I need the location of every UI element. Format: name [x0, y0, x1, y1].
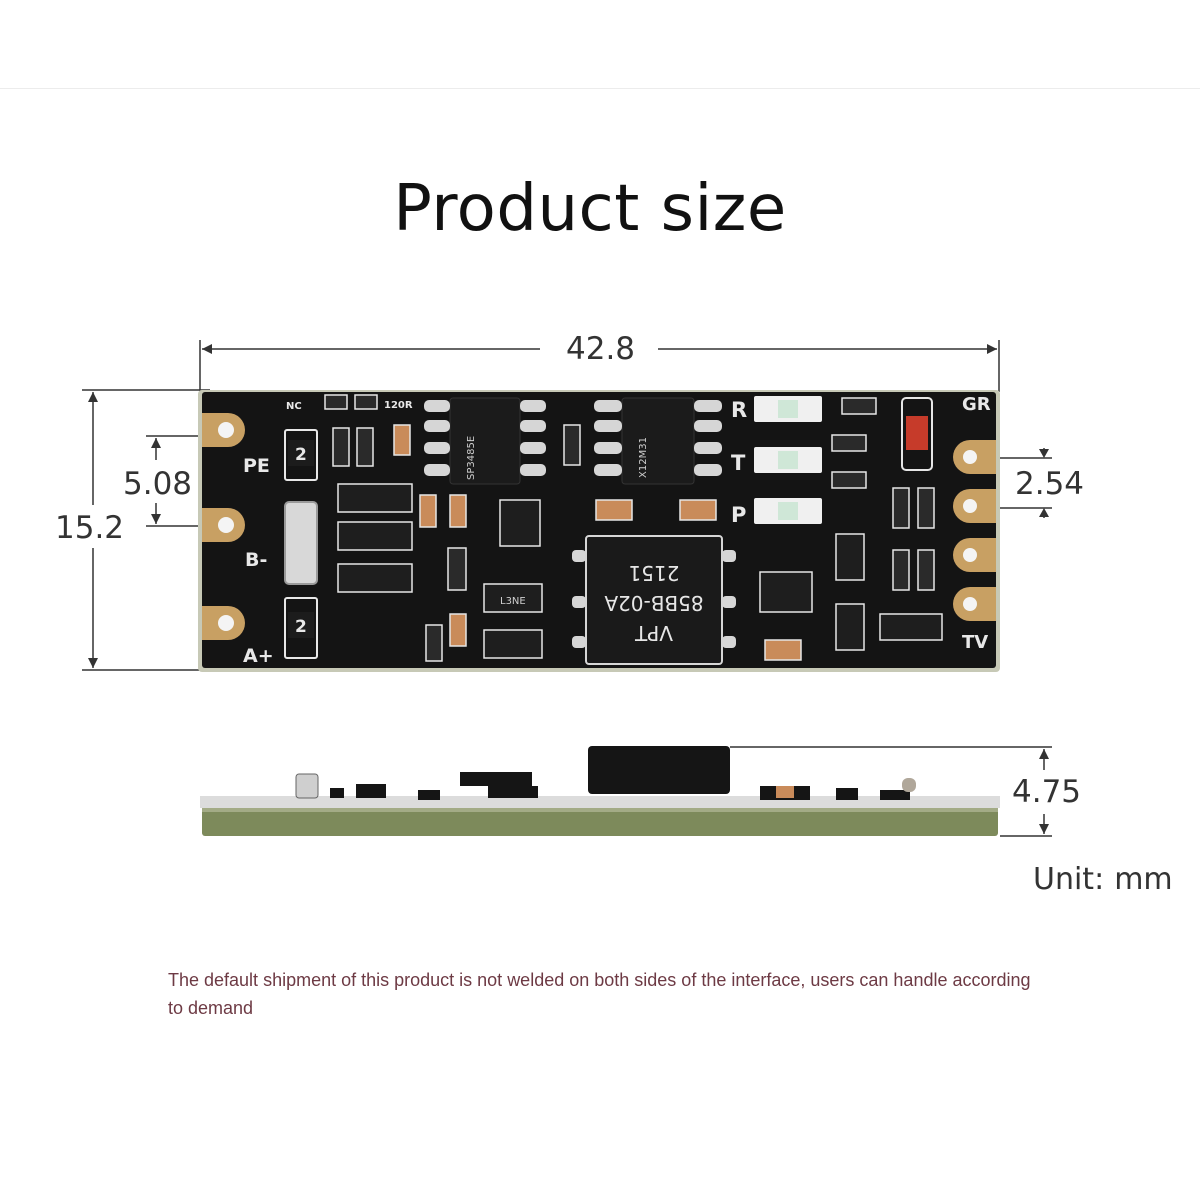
red-diode — [901, 397, 933, 471]
length-dimension — [199, 340, 1000, 392]
left-edge-pads — [202, 413, 245, 640]
vpt-line3: 2151 — [629, 561, 680, 585]
unit-value: mm — [1114, 862, 1173, 897]
right-edge-pads — [953, 440, 996, 621]
inductor-marking: L3NE — [500, 596, 526, 607]
tvs-badge-bottom: 2 — [295, 617, 307, 637]
width-dimension — [82, 389, 210, 671]
tvs-diode-top — [284, 429, 318, 481]
pin-label-a-plus: A+ — [243, 645, 274, 667]
shipment-note: The default shipment of this product is … — [168, 970, 1031, 1018]
chip-u1-marking: SP3485E — [466, 436, 477, 480]
silk-120r: 120R — [384, 400, 413, 411]
pin-label-pe: PE — [243, 455, 270, 477]
pcb-side-view — [200, 746, 1000, 836]
left-pitch-label: 5.08 — [123, 466, 193, 502]
pin-label-tv: TV — [962, 632, 988, 653]
height-label: 4.75 — [1012, 774, 1082, 810]
height-dimension — [730, 746, 1052, 837]
right-pitch-label: 2.54 — [1015, 466, 1085, 502]
width-label: 15.2 — [55, 510, 125, 546]
chip-vpt-85bb-02a — [572, 535, 736, 665]
pin-label-b-minus: B- — [245, 549, 267, 571]
chip-u2-marking: X12M31 — [638, 437, 649, 478]
vpt-line1: VPT — [634, 621, 673, 645]
pin-label-gr: GR — [962, 394, 991, 415]
chip-sp3485e — [424, 397, 546, 485]
tvs-diode-bottom — [284, 597, 318, 659]
sot-packages — [337, 483, 943, 659]
passive-components — [324, 394, 935, 662]
chip-x12m31 — [594, 397, 722, 485]
page-title: Product size — [393, 172, 787, 246]
silk-nc: NC — [286, 401, 302, 412]
tvs-badge-top: 2 — [295, 445, 307, 465]
unit-label: Unit: mm — [1033, 862, 1173, 897]
status-leds — [754, 396, 822, 524]
length-label: 42.8 — [566, 331, 636, 367]
led-label-r: R — [731, 398, 747, 422]
ceramic-capacitors — [393, 424, 802, 661]
top-divider — [0, 88, 1200, 89]
unit-prefix: Unit: — [1033, 862, 1105, 897]
pcb-top-view: PE B- A+ R T P GR TV NC 120R 2 2 SP3485E… — [198, 390, 1000, 672]
led-label-t: T — [731, 451, 746, 475]
led-label-p: P — [731, 503, 746, 527]
vpt-line2: 85BB-02A — [604, 591, 704, 615]
fuse — [284, 501, 318, 585]
